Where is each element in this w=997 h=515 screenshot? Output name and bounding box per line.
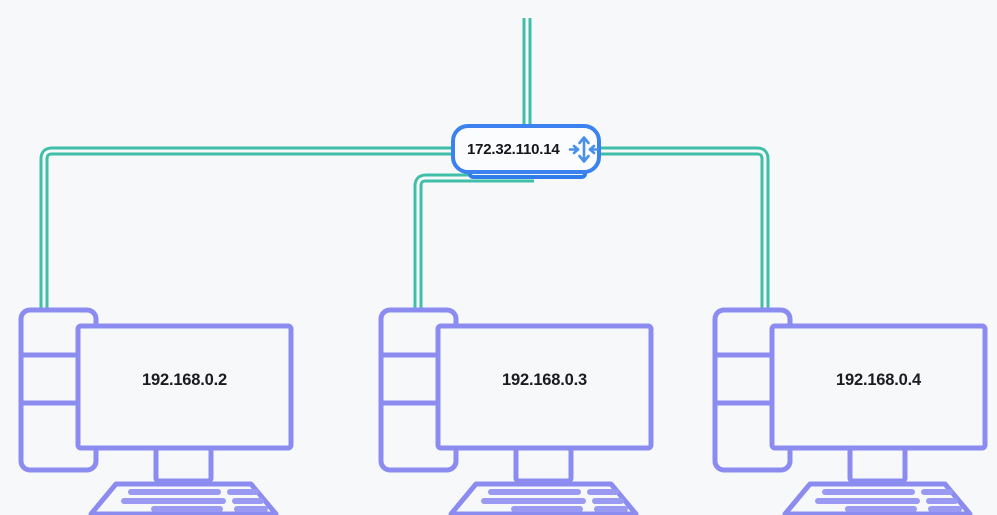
- host-1-ip-label: 192.168.0.2: [142, 371, 227, 389]
- computer-192-168-0-4[interactable]: [715, 310, 985, 514]
- link-router-to-host-2: [413, 173, 534, 318]
- router-transfer-icon: [568, 136, 600, 163]
- link-router-to-host-1: [39, 146, 462, 318]
- computer-192-168-0-2[interactable]: [21, 310, 291, 514]
- cable-layer: [39, 18, 770, 318]
- host-2-ip-label: 192.168.0.3: [502, 371, 587, 389]
- gateway-router[interactable]: [451, 124, 601, 179]
- host-3-ip-label: 192.168.0.4: [836, 371, 921, 389]
- computer-192-168-0-3[interactable]: [381, 310, 651, 514]
- router-ip-label: 172.32.110.14: [467, 141, 560, 158]
- link-router-to-host-3: [592, 146, 770, 318]
